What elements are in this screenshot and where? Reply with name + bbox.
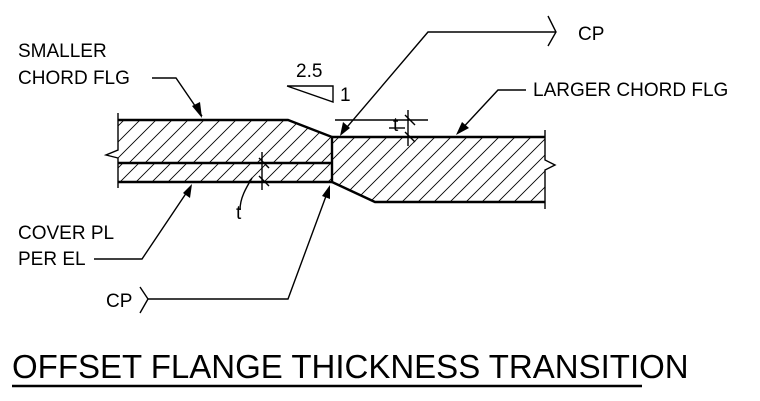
hatch-line (559, 135, 629, 205)
hatch-line (222, 120, 271, 163)
hatch-line (335, 118, 382, 165)
hatch-line (118, 120, 159, 163)
hatch-line (334, 137, 406, 202)
hatch-line (383, 118, 430, 165)
thickness-mark-right: t (393, 115, 399, 136)
hatch-line (158, 120, 207, 163)
hatch-line (607, 135, 677, 205)
hatch-line (63, 118, 110, 165)
hatch-line (302, 120, 332, 163)
smaller-chord-flange (118, 118, 333, 165)
cover-pl-label-line2: PER EL (18, 249, 86, 270)
smaller-chord-flg-label-line1: SMALLER (18, 41, 107, 62)
hatch-line (542, 137, 545, 202)
hatch-line (126, 120, 175, 163)
hatch-line (494, 137, 545, 202)
hatch-line (85, 160, 110, 185)
right-break-line (544, 130, 557, 209)
cp-bottom-callout: CP (106, 185, 330, 314)
hatch-line (254, 120, 303, 163)
slope-run-label: 2.5 (296, 61, 322, 82)
hatch-line (142, 120, 191, 163)
cp-bottom-label: CP (106, 291, 132, 312)
thickness-dimension-right: t (389, 110, 416, 146)
hatch-line (367, 118, 414, 165)
cp-top-callout: CP (340, 15, 604, 136)
hatch-line (332, 137, 390, 202)
larger-chord-flg-label: LARGER CHORD FLG (533, 80, 728, 101)
slope-indicator: 2.5 1 (286, 61, 351, 106)
larger-flange-hatch (332, 135, 677, 205)
hatch-line (526, 137, 545, 202)
hatch-line (382, 137, 454, 202)
larger-chord-flg-callout: LARGER CHORD FLG (456, 80, 728, 135)
left-break-line (103, 113, 119, 188)
hatch-line (575, 135, 645, 205)
hatch-line (350, 137, 422, 202)
smaller-chord-flg-label-line2: CHORD FLG (18, 68, 130, 89)
hatch-line (462, 137, 534, 202)
detail-title-text: OFFSET FLANGE THICKNESS TRANSITION (12, 348, 689, 385)
hatch-line (318, 120, 332, 163)
larger-chord-flange (330, 135, 545, 204)
hatch-line (430, 137, 502, 202)
hatch-line (414, 137, 486, 202)
hatch-line (510, 137, 545, 202)
smaller-chord-flg-callout: SMALLER CHORD FLG (18, 41, 203, 118)
thickness-dimension-left: t (236, 152, 270, 224)
hatch-line (591, 135, 661, 205)
hatch-line (398, 137, 470, 202)
hatch-line (332, 137, 358, 202)
thickness-mark-left: t (236, 203, 242, 224)
hatch-line (206, 120, 255, 163)
hatch-line (190, 120, 239, 163)
hatch-line (174, 120, 223, 163)
hatch-line (446, 137, 518, 202)
hatch-line (351, 118, 398, 165)
cp-top-label: CP (578, 24, 604, 45)
hatch-line (478, 137, 545, 202)
hatch-line (332, 137, 374, 202)
slope-rise-label: 1 (340, 85, 351, 106)
cover-pl-callout: COVER PL PER EL (18, 184, 192, 270)
hatch-line (366, 137, 438, 202)
hatch-line (238, 120, 287, 163)
detail-title: OFFSET FLANGE THICKNESS TRANSITION (12, 348, 689, 388)
cover-pl-label-line1: COVER PL (18, 223, 114, 244)
